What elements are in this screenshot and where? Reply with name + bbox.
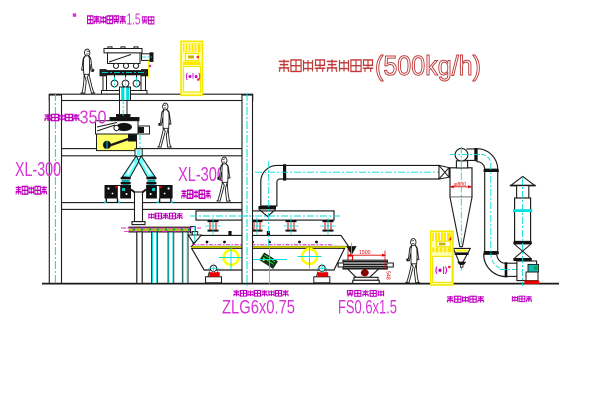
svg-text:(500kg/h): (500kg/h) <box>375 50 481 81</box>
svg-text:(●|): (●|) <box>435 266 448 275</box>
svg-text:ZLG6x0.75: ZLG6x0.75 <box>222 297 295 319</box>
svg-text:548: 548 <box>385 271 391 280</box>
svg-text:1500: 1500 <box>359 250 371 256</box>
svg-text:1.5: 1.5 <box>127 12 141 29</box>
svg-text:φ800: φ800 <box>454 182 466 188</box>
svg-text:XL-300: XL-300 <box>178 164 225 186</box>
svg-text:FS0.6x1.5: FS0.6x1.5 <box>338 297 397 319</box>
svg-text:(●l●): (●l●) <box>186 74 201 81</box>
svg-text:XL-300: XL-300 <box>15 159 61 181</box>
svg-text:350: 350 <box>80 108 107 128</box>
